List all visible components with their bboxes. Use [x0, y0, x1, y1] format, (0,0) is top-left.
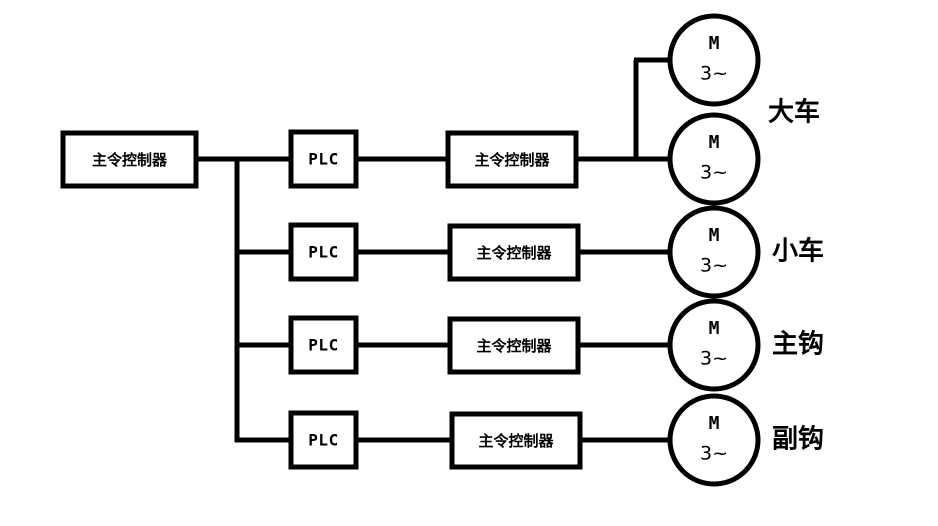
- master-controller-rect[interactable]: [60, 130, 199, 189]
- branch-4-group: PLC 主令控制器 M 3~ 副钩: [288, 393, 824, 487]
- plc-block-4[interactable]: PLC: [288, 410, 359, 470]
- branch-3-group: PLC 主令控制器 M 3~ 主钩: [288, 298, 824, 392]
- controller-block-4[interactable]: 主令控制器: [449, 411, 583, 470]
- plc-label-2: PLC: [308, 243, 338, 262]
- motor-phase-1a: 3~: [700, 63, 728, 85]
- motor-2[interactable]: M 3~: [667, 205, 761, 299]
- wiring-layer: [196, 57, 670, 443]
- controller-block-3[interactable]: 主令控制器: [447, 316, 581, 375]
- controller-rect-4[interactable]: [449, 411, 583, 470]
- plc-block-1[interactable]: PLC: [288, 129, 359, 189]
- plc-label-3: PLC: [308, 336, 338, 355]
- plc-label-4: PLC: [308, 431, 338, 450]
- controller-rect-1[interactable]: [445, 130, 579, 189]
- branch-label-trolley: 小车: [772, 236, 824, 267]
- controller-block-2[interactable]: 主令控制器: [447, 223, 581, 282]
- master-controller-label: 主令控制器: [92, 151, 168, 169]
- plc-rect-1[interactable]: [288, 129, 359, 189]
- motor-letter-2: M: [709, 225, 720, 246]
- branch-label-main-hook: 主钩: [772, 330, 824, 360]
- motor-phase-3: 3~: [700, 348, 728, 370]
- master-controller-block[interactable]: 主令控制器: [60, 130, 199, 189]
- branch-2-group: PLC 主令控制器 M 3~ 小车: [288, 205, 824, 299]
- plc-rect-2[interactable]: [288, 222, 359, 282]
- plc-block-3[interactable]: PLC: [288, 315, 359, 375]
- motor-1a[interactable]: M 3~: [667, 13, 761, 107]
- motor-letter-4: M: [709, 413, 720, 434]
- plc-block-2[interactable]: PLC: [288, 222, 359, 282]
- motor-phase-2: 3~: [700, 255, 728, 277]
- motor-3[interactable]: M 3~: [667, 298, 761, 392]
- motor-phase-4: 3~: [700, 443, 728, 465]
- plc-label-1: PLC: [308, 150, 338, 169]
- motor-circle-4[interactable]: [667, 393, 761, 487]
- motor-circle-1a[interactable]: [667, 13, 761, 107]
- controller-block-1[interactable]: 主令控制器: [445, 130, 579, 189]
- motor-circle-3[interactable]: [667, 298, 761, 392]
- controller-label-2: 主令控制器: [476, 244, 552, 262]
- branch-1-group: PLC 主令控制器 M 3~ M 3~ 大车: [288, 13, 820, 206]
- plc-rect-4[interactable]: [288, 410, 359, 470]
- controller-label-1: 主令控制器: [474, 151, 550, 169]
- controller-rect-3[interactable]: [447, 316, 581, 375]
- motor-letter-1b: M: [709, 132, 720, 153]
- controller-label-4: 主令控制器: [478, 432, 554, 450]
- motor-1b[interactable]: M 3~: [667, 112, 761, 206]
- branch-label-aux-hook: 副钩: [772, 425, 824, 455]
- controller-label-3: 主令控制器: [476, 337, 552, 355]
- motor-circle-2[interactable]: [667, 205, 761, 299]
- controller-rect-2[interactable]: [447, 223, 581, 282]
- motor-4[interactable]: M 3~: [667, 393, 761, 487]
- plc-rect-3[interactable]: [288, 315, 359, 375]
- branch-label-bridge: 大车: [768, 97, 820, 128]
- motor-letter-3: M: [709, 318, 720, 339]
- motor-phase-1b: 3~: [700, 162, 728, 184]
- motor-letter-1a: M: [709, 33, 720, 54]
- motor-circle-1b[interactable]: [667, 112, 761, 206]
